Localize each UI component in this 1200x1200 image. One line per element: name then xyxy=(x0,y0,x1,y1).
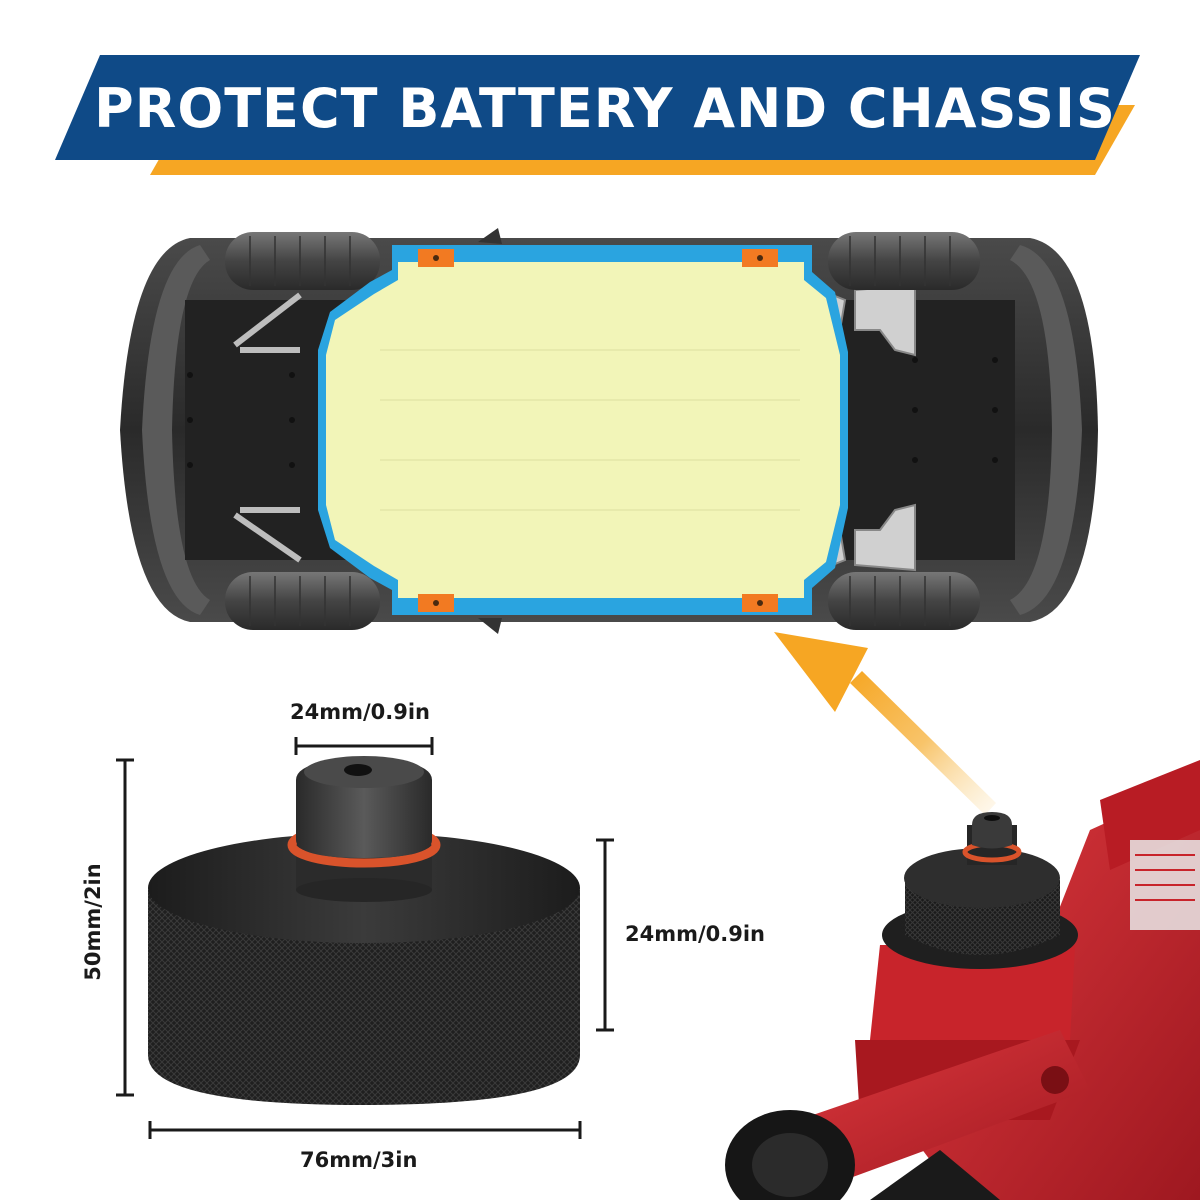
banner-background xyxy=(55,55,1140,160)
front-bumper xyxy=(1010,245,1082,615)
tire-front-top xyxy=(828,232,980,290)
mirror-bottom xyxy=(478,618,502,634)
banner-title: PROTECT BATTERY AND CHASSIS xyxy=(94,76,1116,140)
rear-bumper xyxy=(142,245,210,615)
tire-front-bottom xyxy=(828,572,980,630)
dim-label-base-diameter: 76mm/3in xyxy=(300,1148,418,1172)
tire-rear-top xyxy=(225,232,380,290)
mirror-top xyxy=(478,228,502,244)
floor-jack-body xyxy=(725,760,1200,1200)
arrow-head xyxy=(774,632,868,712)
jack-points xyxy=(418,249,778,612)
banner xyxy=(55,55,1140,175)
tire-rear-bottom xyxy=(225,572,380,630)
battery-area xyxy=(326,262,840,598)
jack-mounted-puck xyxy=(882,812,1078,969)
puck-center-hole xyxy=(344,764,372,776)
chassis-bolts xyxy=(187,357,998,468)
car-underside-illustration xyxy=(120,228,1098,634)
dim-label-base-height: 24mm/0.9in xyxy=(625,922,766,946)
dim-label-top-diameter: 24mm/0.9in xyxy=(290,700,431,724)
rear-suspension xyxy=(233,292,302,563)
arrow-shaft xyxy=(850,671,996,815)
battery-seams xyxy=(380,349,800,511)
dimension-lines xyxy=(116,737,614,1139)
jack-warning-label-lines xyxy=(1135,854,1195,901)
